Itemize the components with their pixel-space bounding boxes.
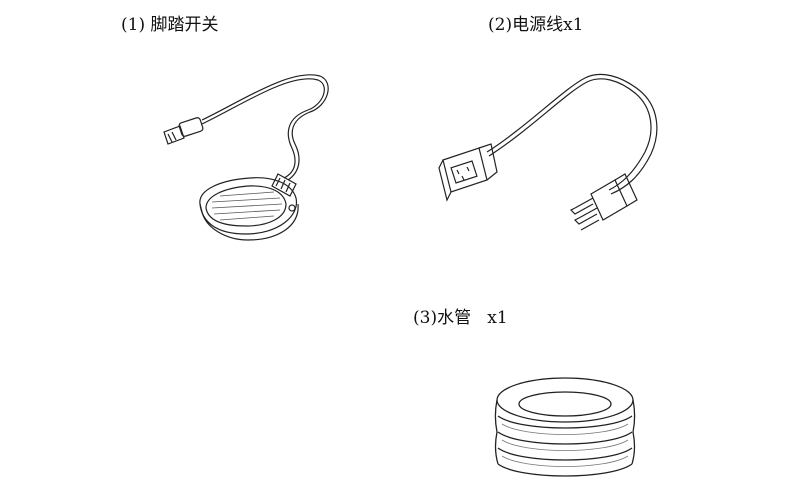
foot-switch-icon <box>150 62 330 242</box>
caption-power-cord: (2)电源线x1 <box>488 15 584 35</box>
water-hose-icon <box>490 370 640 490</box>
caption-foot-switch: (1) 脚踏开关 <box>121 15 219 35</box>
power-cord-icon <box>425 68 685 238</box>
caption-water-hose: (3)水管 x1 <box>413 308 508 328</box>
